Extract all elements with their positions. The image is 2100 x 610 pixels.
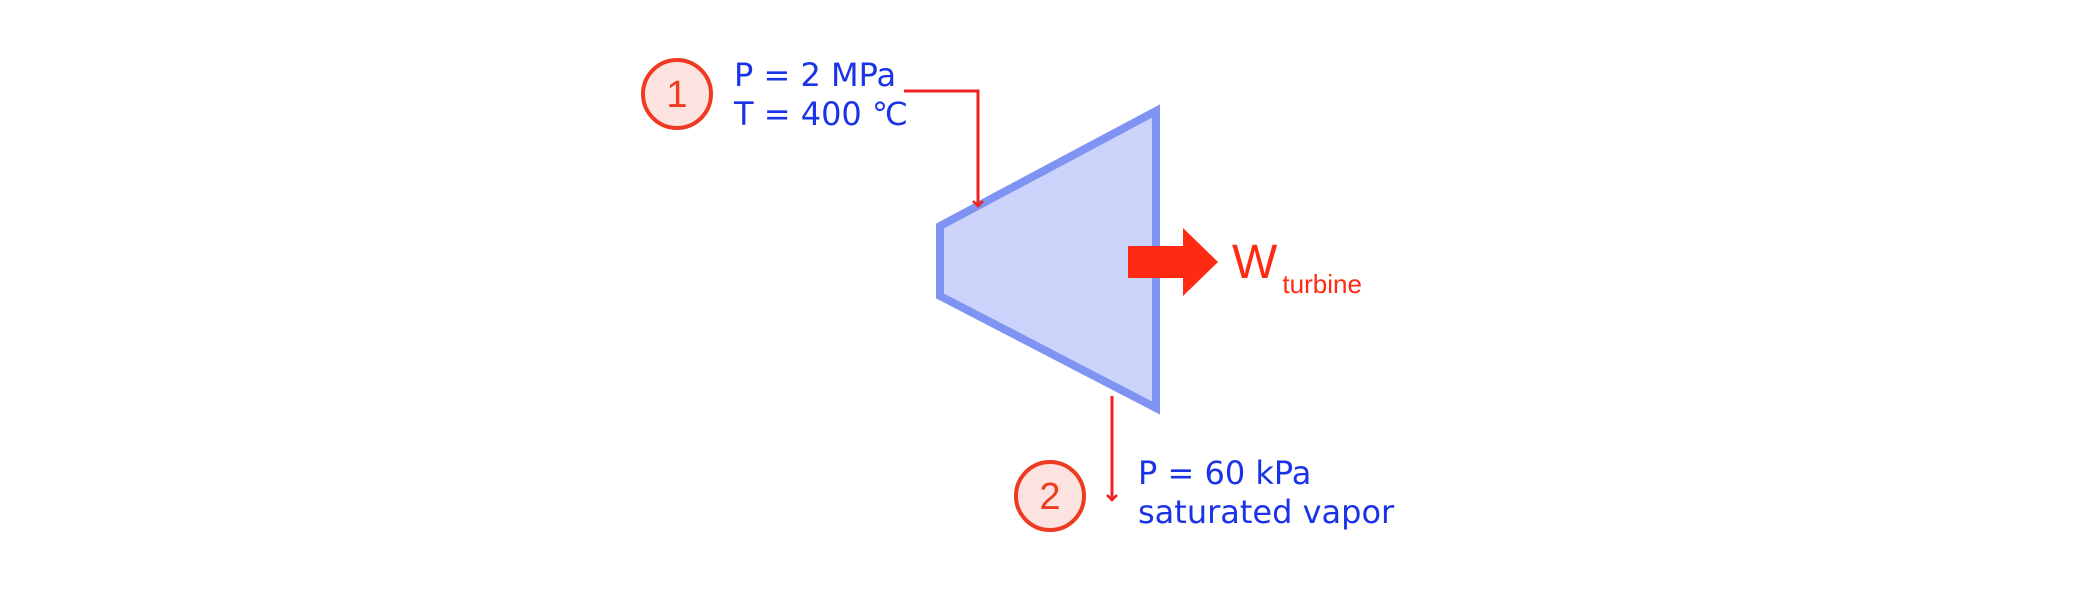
state-1-temperature: T = 400 ℃ <box>733 95 908 133</box>
state-1-pressure: P = 2 MPa <box>734 56 896 94</box>
state-1-circle <box>641 58 713 130</box>
work-subscript: turbine <box>1282 269 1362 299</box>
work-symbol: W <box>1232 236 1278 289</box>
state-1-number: 1 <box>666 74 687 116</box>
state-2-circle <box>1014 460 1086 532</box>
inlet-flow-arrow <box>904 89 984 208</box>
state-2-number: 2 <box>1039 476 1060 518</box>
work-output-arrow <box>1128 228 1218 296</box>
state-2-condition: saturated vapor <box>1138 493 1395 531</box>
turbine-body <box>936 104 1160 415</box>
state-2-pressure: P = 60 kPa <box>1138 454 1311 492</box>
state-2-marker: 2 <box>1014 460 1086 532</box>
state-1-marker: 1 <box>641 58 713 130</box>
work-label: W turbine <box>1232 236 1362 299</box>
